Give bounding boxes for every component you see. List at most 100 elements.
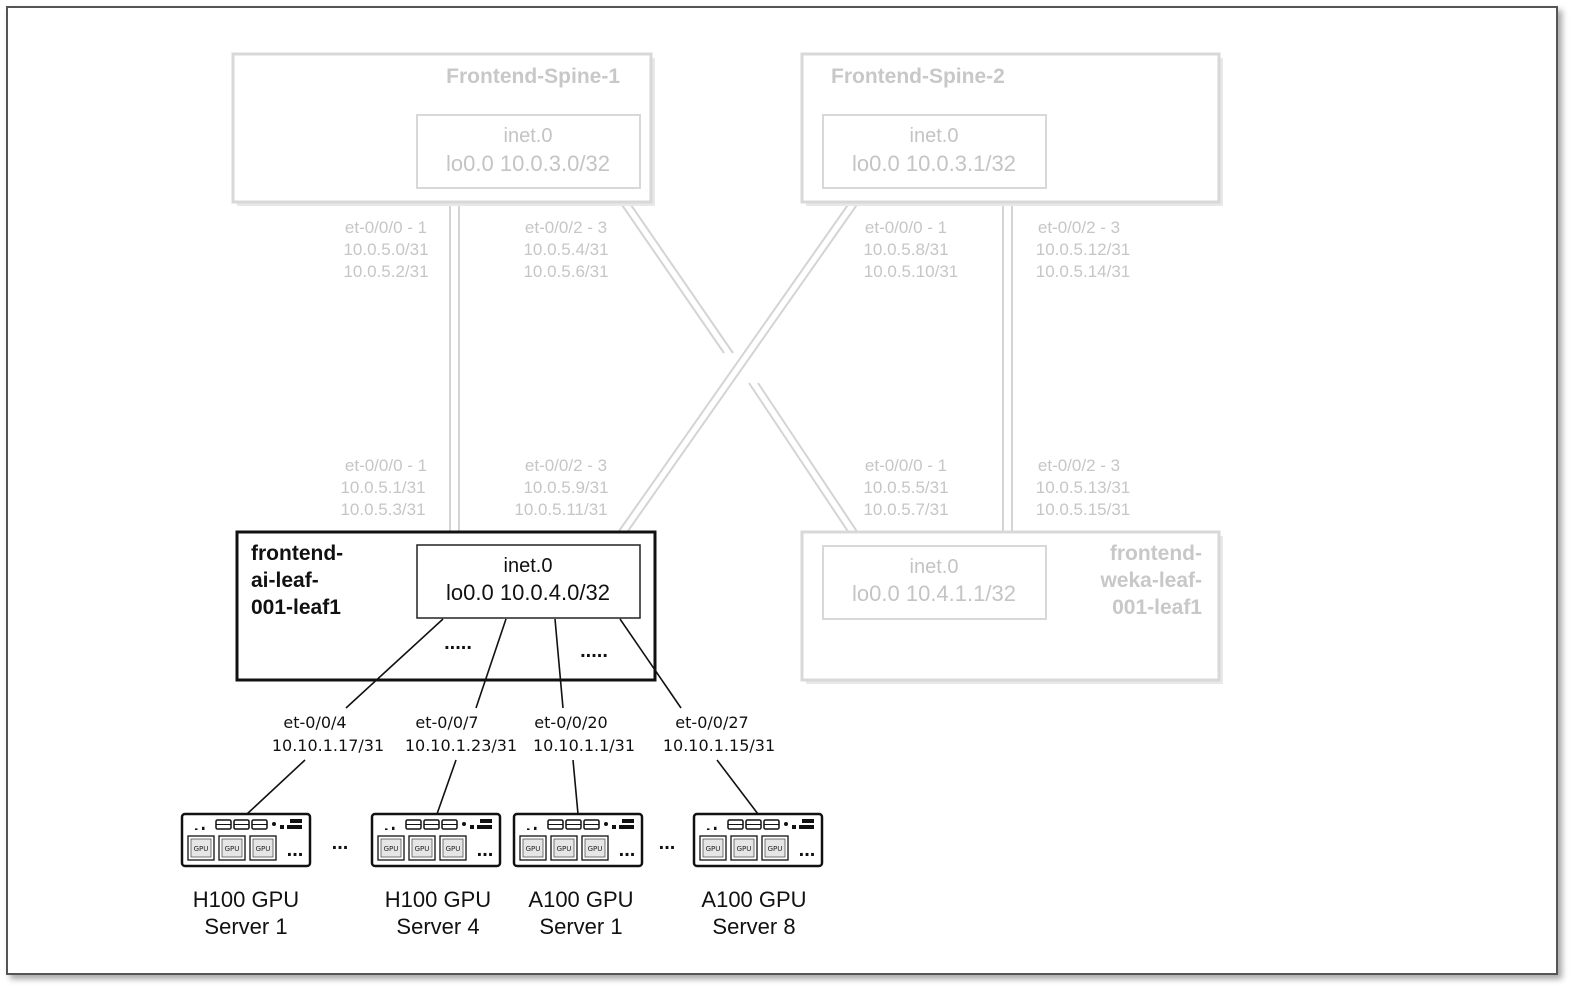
spine1-port-b-ip2: 10.0.5.6/31 xyxy=(523,262,608,281)
gpu-chip-label: GPU xyxy=(768,845,783,853)
server-gap-ellipsis-2: ... xyxy=(659,832,676,854)
gpu-server-more-chips: ... xyxy=(619,839,636,861)
spine1-port-b-ip1: 10.0.5.4/31 xyxy=(523,240,608,259)
ai-leaf-port-b-ip2: 10.0.5.11/31 xyxy=(514,500,607,519)
ai-leaf-title-line-3: 001-leaf1 xyxy=(251,596,341,619)
ai-leaf-port-a-ip1: 10.0.5.1/31 xyxy=(340,478,425,497)
spine2-inet-label: inet.0 xyxy=(910,125,959,147)
gpu-chip-icon: GPU xyxy=(408,835,436,861)
weka-leaf-title-line-3: 001-leaf1 xyxy=(1112,596,1202,619)
spine1-port-b-name: et-0/0/2 - 3 xyxy=(525,218,607,237)
weka-leaf-loopback: lo0.0 10.4.1.1/32 xyxy=(852,581,1016,606)
server-link-4-port: et-0/0/27 xyxy=(675,713,748,732)
weka-leaf-title-line-2: weka-leaf- xyxy=(1099,569,1202,592)
gpu-server-more-chips: ... xyxy=(477,839,494,861)
gpu-chip-label: GPU xyxy=(526,845,541,853)
ai-leaf-port-b-name: et-0/0/2 - 3 xyxy=(525,456,607,475)
gpu-server-icon: GPU GPU GPU... xyxy=(370,812,502,868)
link-spine1-weka-leaf-top-a xyxy=(610,188,725,354)
gpu-chip-label: GPU xyxy=(256,845,271,853)
weka-leaf-port-a-ip2: 10.0.5.7/31 xyxy=(863,500,948,519)
weka-leaf-title-line-1: frontend- xyxy=(1110,542,1202,565)
spine2-port-a-ip1: 10.0.5.8/31 xyxy=(863,240,948,259)
weka-leaf-port-b-ip2: 10.0.5.15/31 xyxy=(1036,500,1131,519)
gpu-chip-label: GPU xyxy=(384,845,399,853)
spine2-port-b-name: et-0/0/2 - 3 xyxy=(1038,218,1120,237)
gpu-chip-icon: GPU xyxy=(730,835,758,861)
ai-leaf-title-line-2: ai-leaf- xyxy=(251,569,319,592)
gpu-chip-icon: GPU xyxy=(187,835,215,861)
weka-leaf-inet-box xyxy=(822,545,1047,620)
spine1-loopback: lo0.0 10.0.3.0/32 xyxy=(446,151,610,176)
spine1-port-a-name: et-0/0/0 - 1 xyxy=(345,218,427,237)
weka-leaf-port-a-name: et-0/0/0 - 1 xyxy=(865,456,947,475)
server-link-2-top xyxy=(475,618,507,709)
server-link-3-port: et-0/0/20 xyxy=(534,713,607,732)
gpu-chip-icon: GPU xyxy=(550,835,578,861)
weka-leaf-inet-label: inet.0 xyxy=(910,556,959,578)
server-link-3-ip: 10.10.1.1/31 xyxy=(533,736,635,755)
gpu-chip-label: GPU xyxy=(415,845,430,853)
frontend-spine-2: Frontend-Spine-2 inet.0 lo0.0 10.0.3.1/3… xyxy=(800,52,1223,206)
ai-leaf-inet-label: inet.0 xyxy=(504,555,553,577)
spine2-title: Frontend-Spine-2 xyxy=(831,65,1005,88)
server-gap-ellipsis-1: ... xyxy=(332,832,349,854)
ai-leaf-inet-box xyxy=(416,544,641,619)
frontend-spine-1: Frontend-Spine-1 inet.0 lo0.0 10.0.3.0/3… xyxy=(231,52,655,206)
spine1-port-a-ip2: 10.0.5.2/31 xyxy=(343,262,428,281)
server-link-2-ip: 10.10.1.23/31 xyxy=(405,736,517,755)
gpu-chip-label: GPU xyxy=(225,845,240,853)
spine1-inet-label: inet.0 xyxy=(504,125,553,147)
server-link-4-bottom xyxy=(716,759,759,815)
server-link-3-bottom xyxy=(572,759,579,815)
server-1-model: H100 GPU xyxy=(193,887,299,912)
ai-leaf-port-a-name: et-0/0/0 - 1 xyxy=(345,456,427,475)
ai-leaf-port-ellipsis-right: ..... xyxy=(580,640,608,662)
gpu-chip-label: GPU xyxy=(446,845,461,853)
server-3-model: A100 GPU xyxy=(528,887,633,912)
link-spine2-ai-leaf-a xyxy=(611,188,860,542)
spine1-title: Frontend-Spine-1 xyxy=(446,65,620,88)
spine2-inet-box xyxy=(822,114,1047,189)
gpu-server-more-chips: ... xyxy=(799,839,816,861)
gpu-chip-icon: GPU xyxy=(761,835,789,861)
frontend-ai-leaf: frontend- ai-leaf- 001-leaf1 inet.0 lo0.… xyxy=(235,530,657,682)
server-links: et-0/0/4 10.10.1.17/31 et-0/0/7 10.10.1.… xyxy=(246,618,775,815)
server-3-name: Server 1 xyxy=(539,914,622,939)
weka-leaf-port-b-name: et-0/0/2 - 3 xyxy=(1038,456,1120,475)
spine2-port-b-ip2: 10.0.5.14/31 xyxy=(1036,262,1131,281)
gpu-chip-icon: GPU xyxy=(218,835,246,861)
server-4-name: Server 8 xyxy=(712,914,795,939)
link-spine1-weka-leaf-top-b xyxy=(619,188,734,354)
server-2-model: H100 GPU xyxy=(385,887,491,912)
gpu-chip-label: GPU xyxy=(194,845,209,853)
ai-leaf-port-b-ip1: 10.0.5.9/31 xyxy=(523,478,608,497)
server-1-name: Server 1 xyxy=(204,914,287,939)
weka-leaf-port-b-ip1: 10.0.5.13/31 xyxy=(1036,478,1131,497)
link-spine1-weka-leaf-bottom-b xyxy=(757,382,867,546)
link-spine2-ai-leaf-b xyxy=(620,188,869,542)
frontend-weka-leaf: frontend- weka-leaf- 001-leaf1 inet.0 lo… xyxy=(800,530,1223,684)
gpu-chip-icon: GPU xyxy=(377,835,405,861)
gpu-chip-icon: GPU xyxy=(249,835,277,861)
ai-leaf-loopback: lo0.0 10.0.4.0/32 xyxy=(446,580,610,605)
server-2-name: Server 4 xyxy=(396,914,479,939)
spine-port-labels: et-0/0/0 - 1 10.0.5.0/31 10.0.5.2/31 et-… xyxy=(343,218,1130,281)
spine2-port-a-ip2: 10.0.5.10/31 xyxy=(864,262,959,281)
leaf-port-labels: et-0/0/0 - 1 10.0.5.1/31 10.0.5.3/31 et-… xyxy=(340,456,1130,519)
server-link-4-ip: 10.10.1.15/31 xyxy=(663,736,775,755)
server-link-1-bottom xyxy=(246,759,306,815)
server-link-2-bottom xyxy=(436,759,457,815)
ai-leaf-port-ellipsis-left: ..... xyxy=(444,632,472,654)
server-link-2-port: et-0/0/7 xyxy=(415,713,478,732)
ai-leaf-title-line-1: frontend- xyxy=(251,542,343,565)
spine-leaf-links xyxy=(449,188,1013,546)
server-link-1-ip: 10.10.1.17/31 xyxy=(272,736,384,755)
ai-leaf-port-a-ip2: 10.0.5.3/31 xyxy=(340,500,425,519)
server-link-1-top xyxy=(345,618,444,709)
